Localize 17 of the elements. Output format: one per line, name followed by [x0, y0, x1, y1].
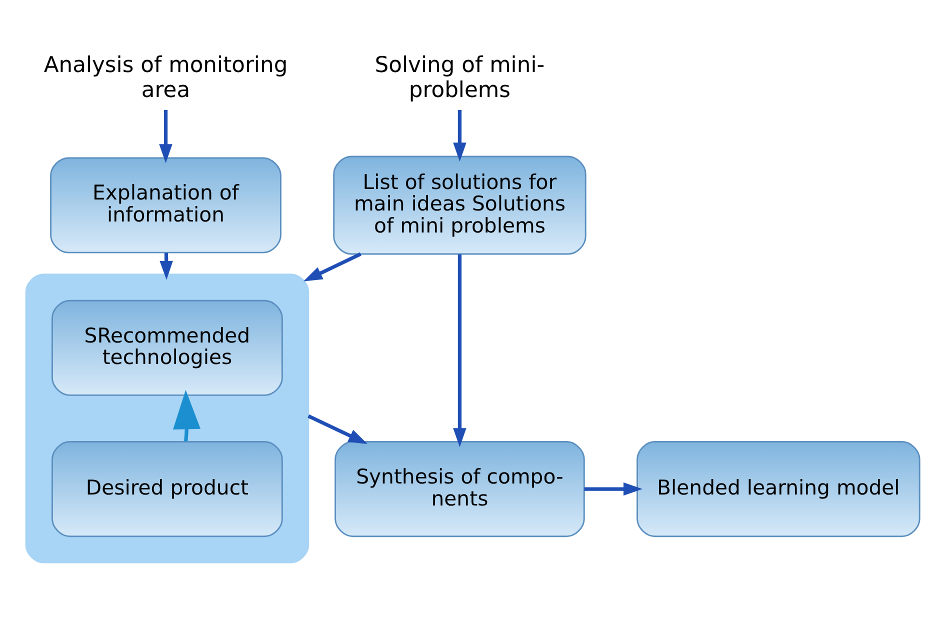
- node-box: List of solutions for main ideas Solutions of mini problems: [333, 155, 586, 254]
- node-box: Blended learning model: [636, 440, 920, 537]
- arrow: [453, 254, 466, 447]
- arrow: [453, 109, 466, 162]
- node-box: Explanation of information: [50, 156, 282, 253]
- node-text: Solving of mini-problems: [374, 52, 545, 102]
- arrow: [303, 252, 362, 281]
- arrow: [159, 109, 172, 163]
- cluster: [25, 273, 310, 563]
- arrow: [160, 252, 173, 280]
- node-box: Desired product: [52, 440, 283, 537]
- arrow: [584, 482, 642, 496]
- node-text: Analysis of monitoring area: [44, 52, 288, 102]
- arrow: [172, 389, 200, 441]
- node-box: SRecommended technologies: [52, 299, 283, 396]
- node-box: Synthesis of compo- nents: [334, 440, 585, 537]
- arrow: [308, 414, 368, 444]
